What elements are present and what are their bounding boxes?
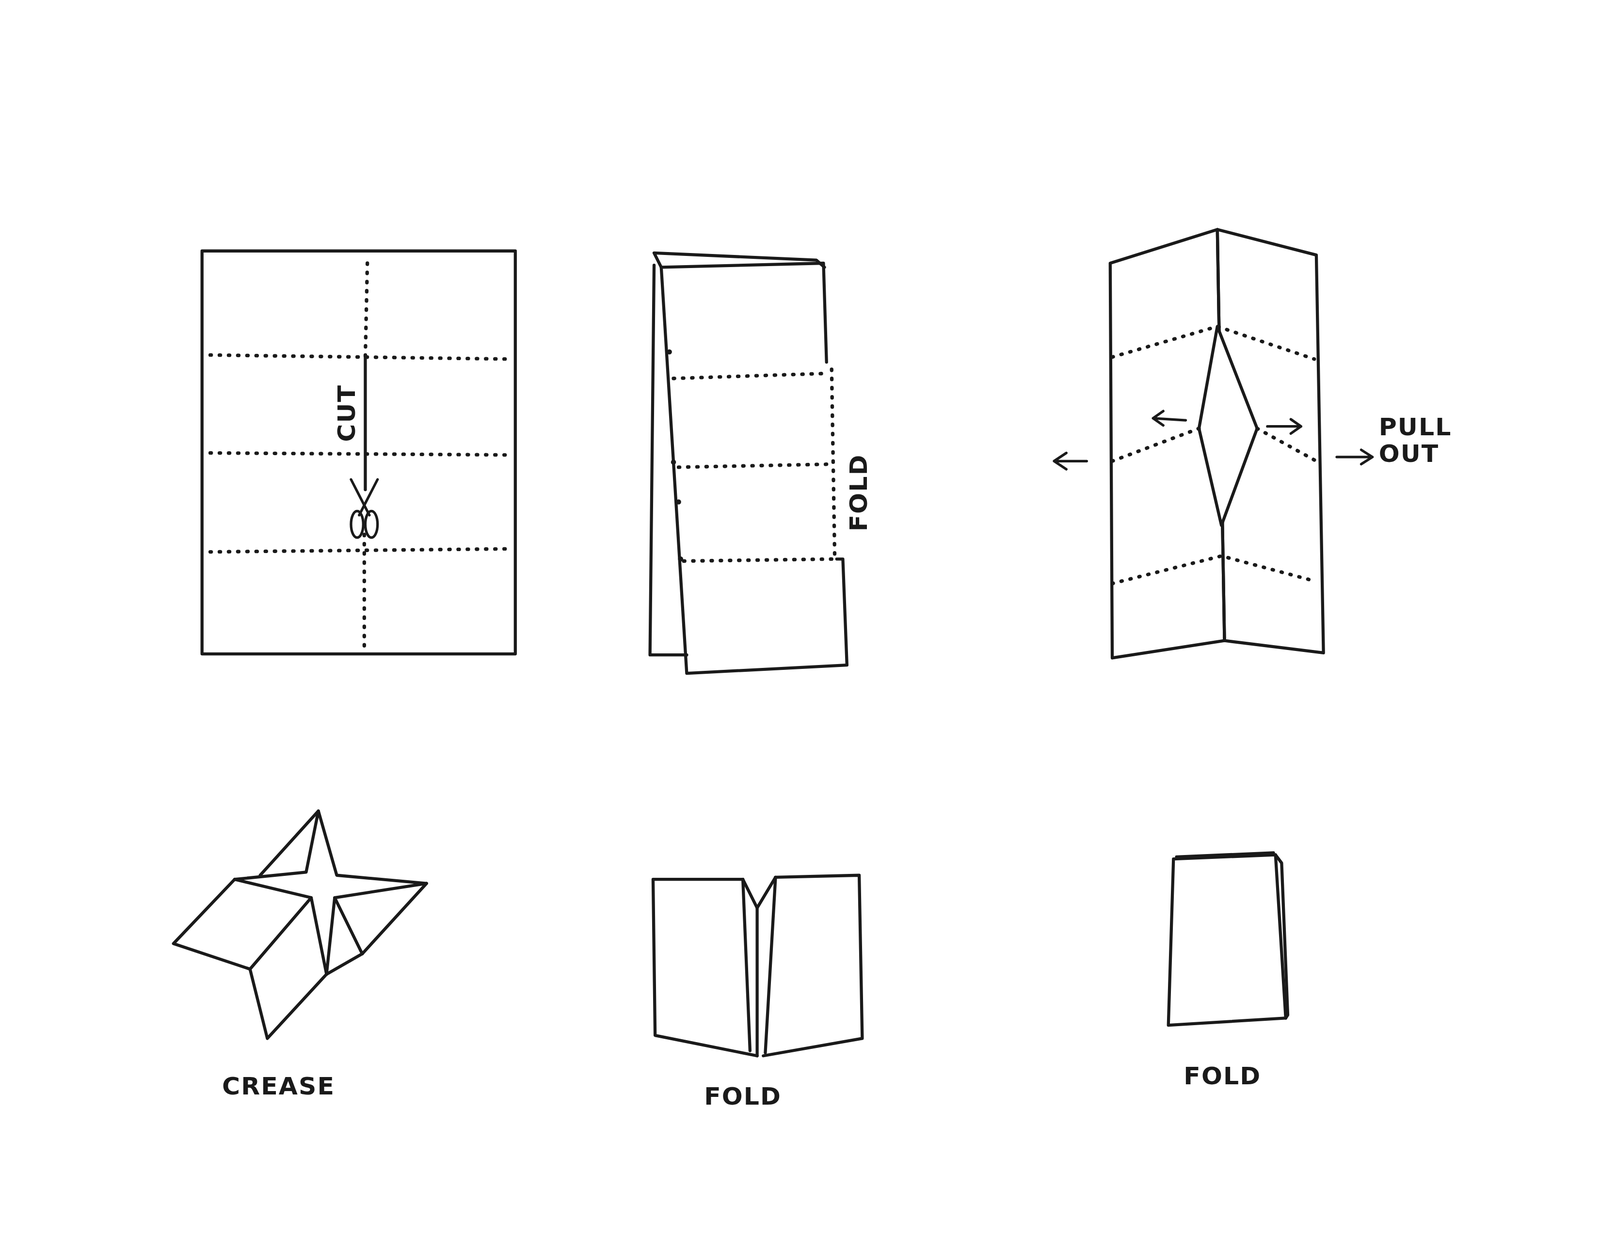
closed-booklet [1168, 852, 1288, 1026]
label: CREASE [222, 1073, 336, 1101]
label: PULL OUT [1378, 414, 1453, 468]
flat-sheet [202, 251, 516, 655]
folded-sheet [650, 253, 848, 674]
opened-sheet [1054, 229, 1373, 659]
creased-star [173, 811, 427, 1039]
scissors-symbol [351, 479, 378, 538]
label: CUT [333, 384, 361, 443]
accordion-book [653, 875, 863, 1057]
label: FOLD [1183, 1063, 1262, 1091]
label: FOLD [704, 1083, 782, 1111]
pull-arrows [1054, 411, 1373, 470]
label: FOLD [845, 454, 873, 532]
